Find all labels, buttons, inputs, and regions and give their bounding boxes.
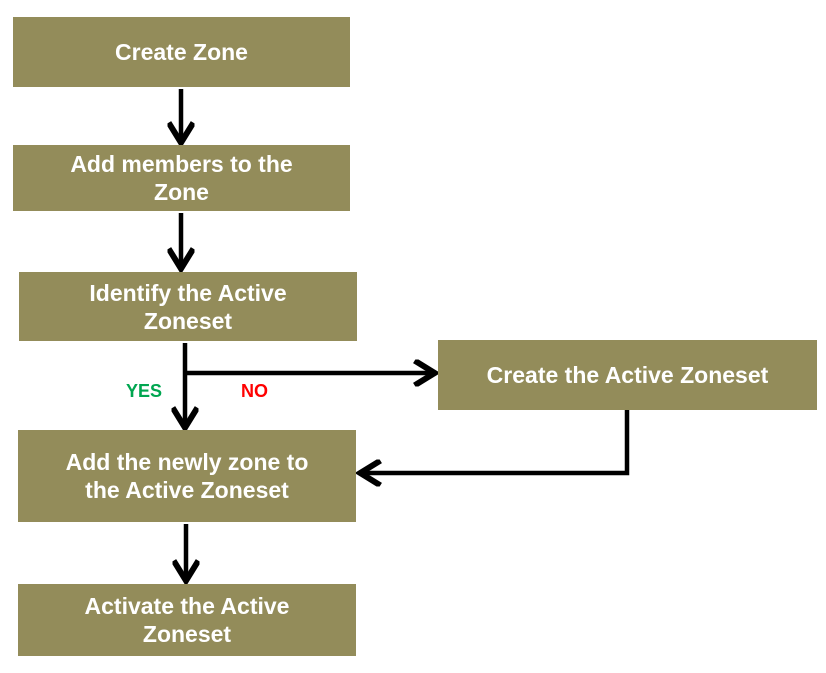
arrow-create-active-to-add-newly [363,410,630,473]
node-label: Zone [154,179,209,205]
node-label: Zoneset [143,307,233,334]
node-create-active-zoneset: Create the Active Zoneset [438,340,817,410]
node-add-members-to-zone: Add members to the Zone [13,145,350,211]
node-label: Activate the Active [84,593,290,619]
node-label: Add members to the [70,151,293,177]
node-identify-active-zoneset: Identify the Active Zoneset [19,272,357,341]
node-label: Create Zone [115,39,248,65]
branch-label-no: NO [241,381,268,401]
node-create-zone: Create Zone [13,17,350,87]
branch-label-yes: YES [126,381,163,401]
node-label: Add the newly zone to [65,449,309,475]
node-label: Create the Active Zoneset [486,362,769,388]
node-activate-active-zoneset: Activate the Active Zoneset [18,584,356,656]
node-add-newly-zone-to-active-zoneset: Add the newly zone to the Active Zoneset [18,430,356,522]
node-label: Zoneset [142,621,232,647]
node-label: Identify the Active [89,279,287,306]
node-label: the Active Zoneset [85,477,289,503]
